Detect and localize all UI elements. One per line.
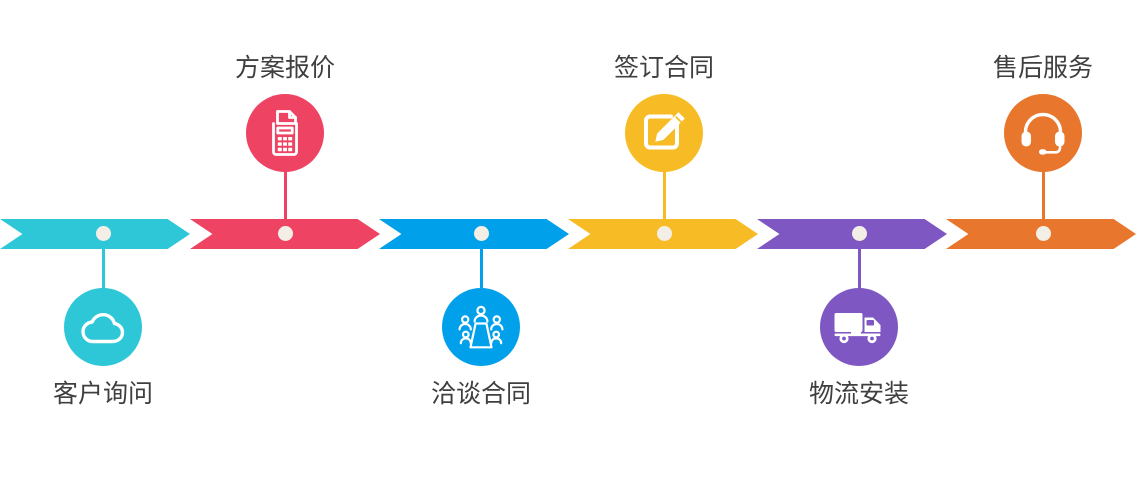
- connector-stem-4: [662, 163, 666, 234]
- step-icon-circle-3[interactable]: [442, 288, 520, 366]
- node-dot-4[interactable]: [656, 226, 672, 241]
- node-dot-2[interactable]: [277, 226, 293, 241]
- node-dot-3[interactable]: [473, 226, 489, 241]
- step-label-1: 客户询问: [52, 379, 153, 408]
- timeline-segment-1[interactable]: [0, 219, 190, 249]
- step-icon-circle-1[interactable]: [64, 288, 142, 366]
- step-icon-circle-4[interactable]: [625, 94, 703, 172]
- connector-stem-3: [479, 234, 483, 297]
- step-label-2: 方案报价: [234, 53, 335, 82]
- delivery-truck-icon: [833, 308, 885, 346]
- step-label-4: 签订合同: [613, 53, 714, 82]
- pencil-edit-icon: [640, 110, 688, 156]
- connector-stem-2: [283, 163, 287, 234]
- meeting-table-icon: [456, 304, 506, 350]
- connector-stem-6: [1041, 163, 1045, 234]
- connector-stem-5: [857, 234, 861, 297]
- headset-icon: [1019, 110, 1067, 156]
- step-icon-circle-2[interactable]: [246, 94, 324, 172]
- connector-stem-1: [101, 234, 105, 297]
- step-icon-circle-6[interactable]: [1004, 94, 1082, 172]
- step-label-6: 售后服务: [992, 53, 1093, 82]
- pos-terminal-icon: [263, 108, 307, 158]
- node-dot-6[interactable]: [1035, 226, 1051, 241]
- node-dot-5[interactable]: [851, 226, 867, 241]
- step-label-3: 洽谈合同: [430, 379, 531, 408]
- step-icon-circle-5[interactable]: [820, 288, 898, 366]
- node-dot-1[interactable]: [95, 226, 111, 241]
- cloud-icon: [79, 307, 127, 347]
- arrow-band: [0, 219, 1136, 249]
- step-label-5: 物流安装: [808, 379, 909, 408]
